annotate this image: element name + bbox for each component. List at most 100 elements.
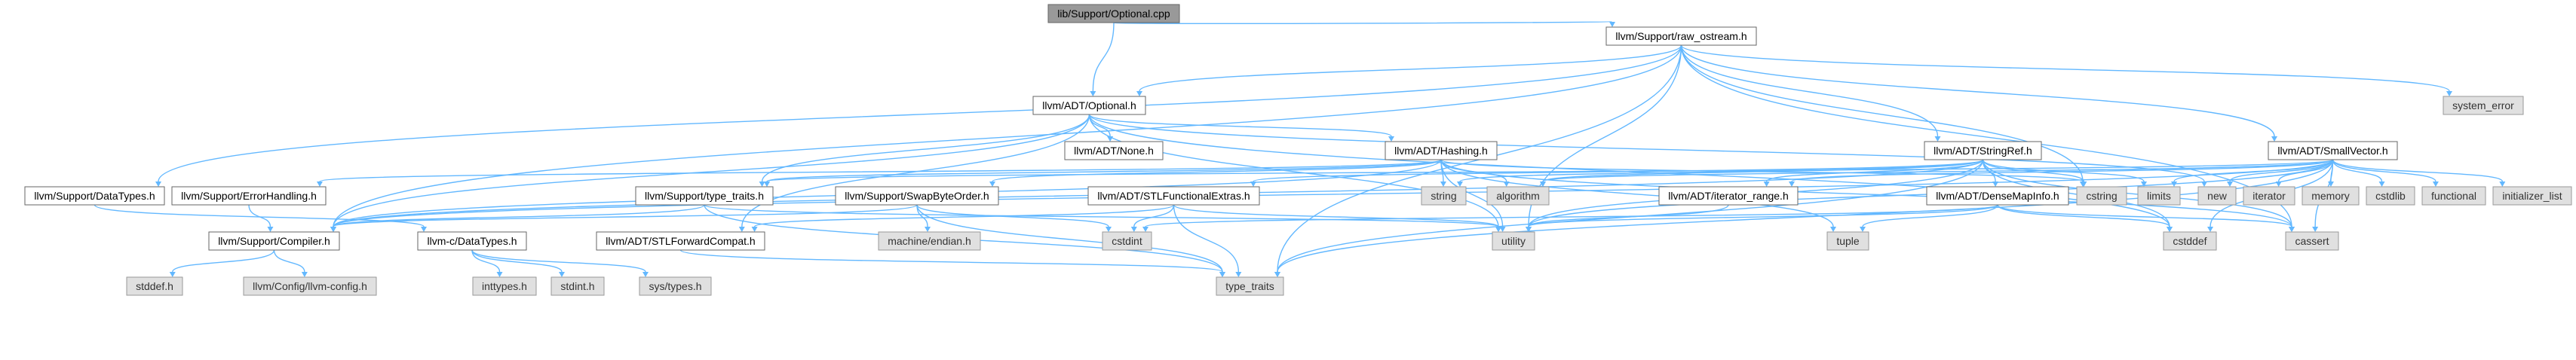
node-box	[1486, 186, 1550, 206]
node-llvm-support-swapbyteorder-h[interactable]: llvm/Support/SwapByteOrder.h	[835, 186, 999, 206]
node-box	[2285, 231, 2339, 251]
node-memory: memory	[2302, 186, 2360, 206]
node-label: limits	[2147, 190, 2171, 202]
node-system-error: system_error	[2443, 96, 2524, 115]
node-box	[1032, 96, 1146, 115]
node-label: algorithm	[1496, 190, 1540, 202]
edge-n1-n17	[1680, 44, 2086, 187]
edge-n1-n2	[1136, 44, 1682, 96]
node-label: llvm/Support/type_traits.h	[645, 190, 764, 202]
edge-n1-n39	[1274, 44, 1682, 277]
node-label: llvm/Support/DataTypes.h	[34, 190, 155, 202]
node-llvm-adt-stlfunctionalextras-h[interactable]: llvm/ADT/STLFunctionalExtras.h	[1087, 186, 1260, 206]
node-limits: limits	[2137, 186, 2181, 206]
node-label: llvm/ADT/StringRef.h	[1934, 145, 2032, 157]
node-label: cassert	[2295, 235, 2329, 247]
node-tuple: tuple	[1826, 231, 1869, 251]
node-functional: functional	[2421, 186, 2486, 206]
node-llvm-adt-hashing-h[interactable]: llvm/ADT/Hashing.h	[1385, 141, 1498, 160]
node-label: llvm/ADT/SmallVector.h	[2277, 145, 2387, 157]
edge-n9-n25	[248, 204, 274, 232]
node-llvm-adt-optional-h[interactable]: llvm/ADT/Optional.h	[1032, 96, 1146, 115]
node-box	[2197, 186, 2237, 206]
node-llvm-adt-stringref-h[interactable]: llvm/ADT/StringRef.h	[1924, 141, 2042, 160]
edge-n14-n31	[1860, 204, 1998, 232]
edge-n14-n30	[1526, 204, 1998, 232]
edge-n7-n22	[2332, 159, 2385, 187]
node-label: llvm/ADT/DenseMapInfo.h	[1936, 190, 2059, 202]
node-box	[2076, 186, 2127, 206]
node-label: llvm/Support/raw_ostream.h	[1615, 30, 1746, 42]
node-label: cstdlib	[2375, 190, 2406, 202]
edge-n5-n11	[989, 159, 1442, 187]
node-sys-types-h: sys/types.h	[639, 276, 712, 296]
node-label: cstring	[2086, 190, 2117, 202]
node-label: sys/types.h	[649, 280, 701, 292]
node-box	[2243, 186, 2295, 206]
node-label: utility	[1501, 235, 1526, 247]
node-cstdlib: cstdlib	[2366, 186, 2415, 206]
node-lib-support-optional-cpp[interactable]: lib/Support/Optional.cpp	[1047, 4, 1180, 23]
node-utility: utility	[1492, 231, 1535, 251]
node-box	[2443, 96, 2524, 115]
node-box	[1216, 276, 1284, 296]
edge-n1-n3	[1680, 44, 2452, 96]
node-label: new	[2207, 190, 2228, 202]
edge-n26-n38	[471, 249, 649, 277]
node-box	[1492, 231, 1535, 251]
edge-n7-n39	[1274, 159, 2334, 277]
edge-n2-n5	[1088, 114, 1394, 142]
node-box	[2492, 186, 2572, 206]
node-llvm-support-raw-ostream-h[interactable]: llvm/Support/raw_ostream.h	[1605, 26, 1757, 46]
node-label: llvm/ADT/iterator_range.h	[1668, 190, 1789, 202]
node-llvm-adt-iterator-range-h[interactable]: llvm/ADT/iterator_range.h	[1658, 186, 1799, 206]
node-box	[171, 186, 327, 206]
node-label: system_error	[2452, 99, 2514, 111]
node-llvm-support-errorhandling-h[interactable]: llvm/Support/ErrorHandling.h	[171, 186, 327, 206]
node-box	[1102, 231, 1152, 251]
node-llvm-adt-densemapinfo-h[interactable]: llvm/ADT/DenseMapInfo.h	[1926, 186, 2069, 206]
node-label: llvm/Support/ErrorHandling.h	[181, 190, 317, 202]
node-string: string	[1421, 186, 1467, 206]
edge-n26-n37	[471, 249, 565, 277]
edge-n1-n25	[330, 44, 1682, 232]
edge-n12-n27	[751, 204, 1175, 232]
node-box	[243, 276, 377, 296]
node-label: machine/endian.h	[888, 235, 971, 247]
node-box	[1421, 186, 1467, 206]
node-box	[1087, 186, 1260, 206]
node-label: stdint.h	[560, 280, 594, 292]
edge-n1-n8	[155, 44, 1682, 187]
node-llvm-support-datatypes-h[interactable]: llvm/Support/DataTypes.h	[24, 186, 165, 206]
node-label: type_traits	[1225, 280, 1274, 292]
node-box	[1605, 26, 1757, 46]
node-box	[1826, 231, 1869, 251]
node-llvm-support-compiler-h[interactable]: llvm/Support/Compiler.h	[208, 231, 340, 251]
node-box	[2268, 141, 2398, 160]
edge-n25-n34	[169, 249, 275, 277]
edge-n6-n18	[1982, 159, 2147, 187]
node-llvm-adt-smallvector-h[interactable]: llvm/ADT/SmallVector.h	[2268, 141, 2398, 160]
edge-n1-n7	[1680, 44, 2277, 142]
node-llvm-adt-none-h[interactable]: llvm/ADT/None.h	[1064, 141, 1164, 160]
edge-n14-n33	[1997, 204, 2295, 232]
edge-n12-n39	[1173, 204, 1242, 277]
node-label: llvm/Config/llvm-config.h	[253, 280, 367, 292]
node-llvm-support-type-traits-h[interactable]: llvm/Support/type_traits.h	[635, 186, 774, 206]
node-llvm-c-datatypes-h[interactable]: llvm-c/DataTypes.h	[417, 231, 527, 251]
node-label: llvm/ADT/None.h	[1074, 145, 1154, 157]
node-llvm-adt-stlforwardcompat-h[interactable]: llvm/ADT/STLForwardCompat.h	[596, 231, 765, 251]
node-iterator: iterator	[2243, 186, 2295, 206]
node-box	[639, 276, 712, 296]
node-box	[878, 231, 981, 251]
edge-n2-n19	[1088, 114, 2207, 187]
node-box	[1047, 4, 1180, 23]
edge-n0-n1	[1113, 21, 1615, 27]
node-cstddef: cstddef	[2163, 231, 2217, 251]
node-label: llvm/ADT/Optional.h	[1042, 99, 1136, 111]
node-label: functional	[2431, 190, 2476, 202]
node-label: llvm/ADT/STLForwardCompat.h	[606, 235, 755, 247]
node-box	[126, 276, 183, 296]
node-machine-endian-h: machine/endian.h	[878, 231, 981, 251]
